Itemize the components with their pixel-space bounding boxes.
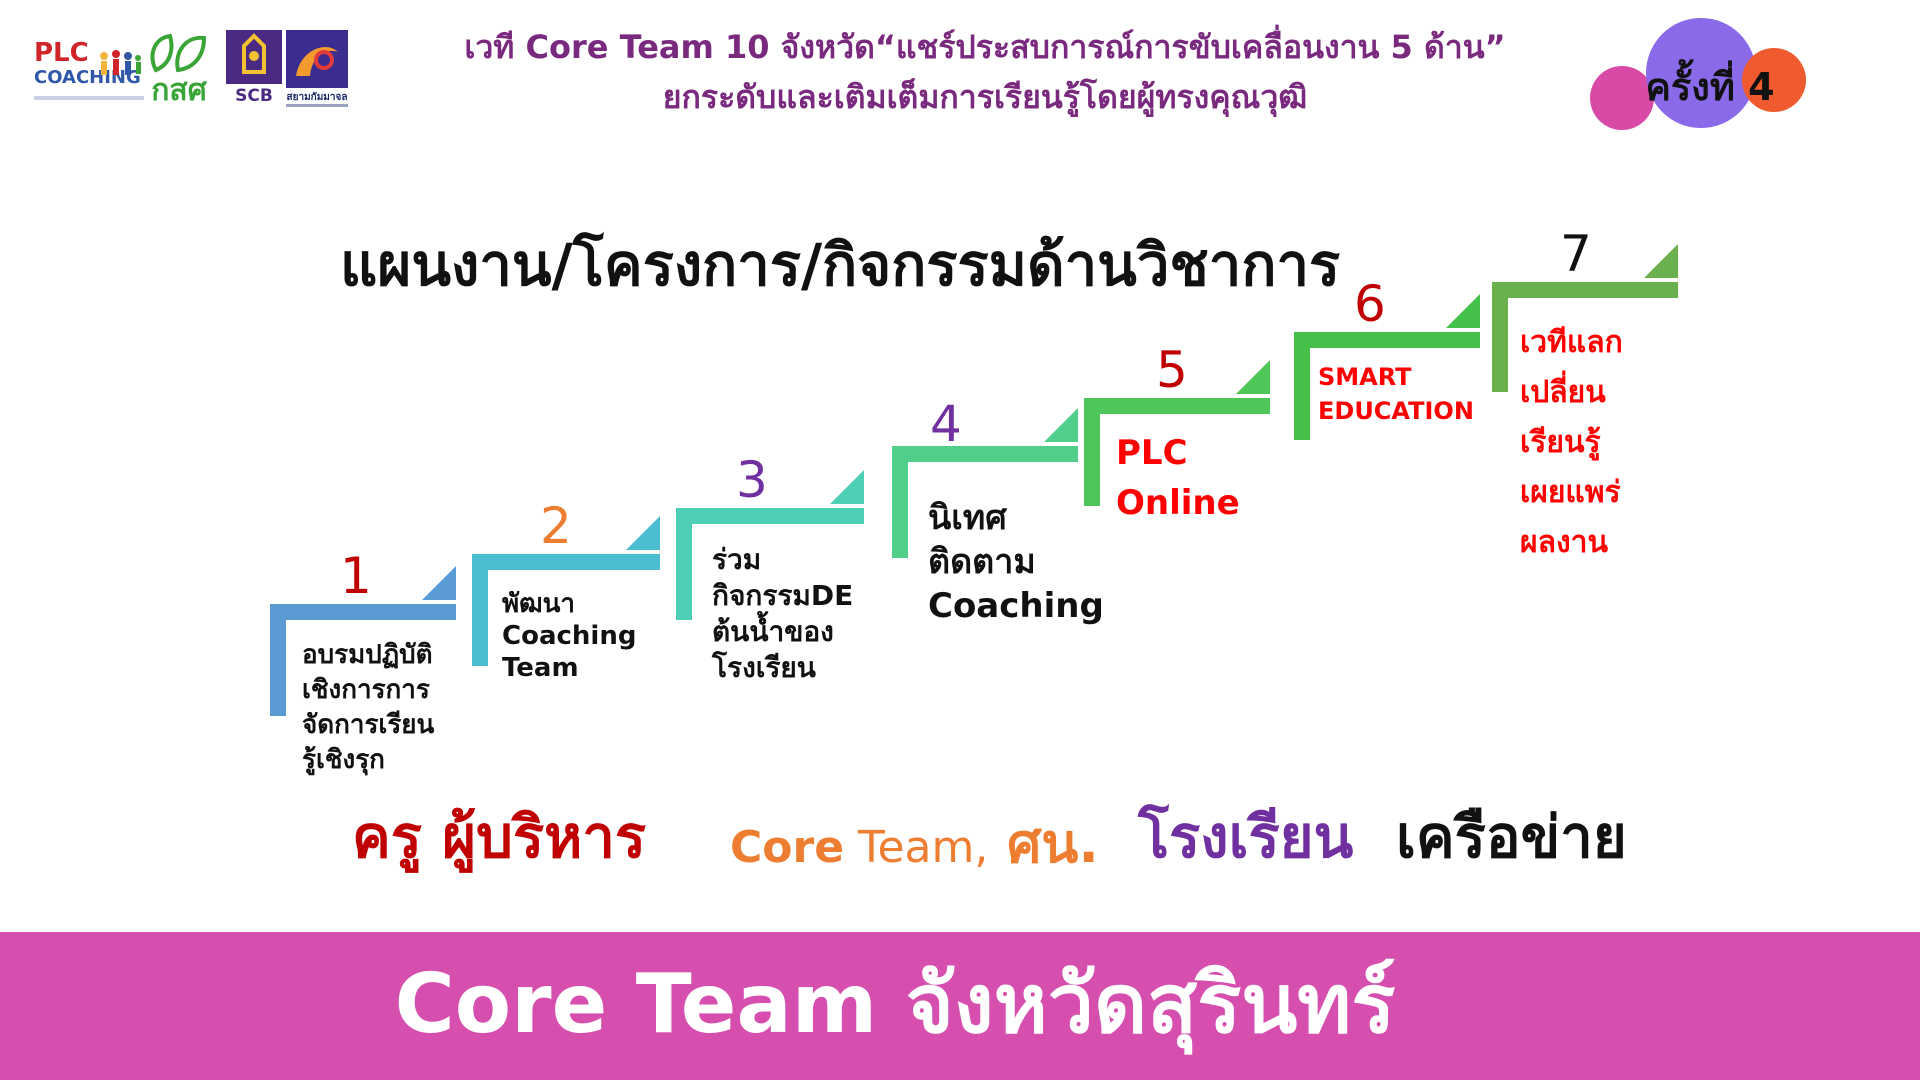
footer-bar	[0, 932, 1920, 1080]
scb-logo: SCB	[226, 30, 282, 108]
audience-core-word: Core	[730, 822, 845, 873]
step-2-line: พัฒนา	[502, 589, 575, 619]
step-6-line: EDUCATION	[1318, 397, 1474, 425]
step-3-line: กิจกรรมDE	[712, 579, 854, 612]
audience-core-team: Core Team, ศน.	[730, 800, 1099, 886]
step-5-text: PLC Online	[1116, 428, 1240, 528]
step-1-line: เชิงการการ	[302, 675, 430, 705]
people-icon	[100, 50, 141, 75]
step-7-post	[1492, 282, 1508, 392]
eef-logo-text: กสศ	[151, 73, 207, 108]
step-5-number: 5	[1156, 341, 1188, 399]
eef-logo: กสศ	[144, 30, 214, 108]
step-4-post	[892, 446, 908, 558]
step-2-line: Team	[502, 653, 579, 683]
plc-logo-tagline	[34, 96, 144, 100]
step-4-line: นิเทศ	[928, 498, 1007, 538]
step-6-arrow	[1446, 294, 1480, 328]
step-7-number: 7	[1560, 225, 1592, 283]
step-7-arrow	[1644, 244, 1678, 278]
step-7-line: เปลี่ยน	[1520, 375, 1606, 410]
step-4-line: Coaching	[928, 586, 1104, 626]
scb-logo-text: SCB	[235, 86, 273, 106]
step-1-number: 1	[340, 547, 372, 605]
step-6-line: SMART	[1318, 363, 1412, 391]
step-1-arrow	[422, 566, 456, 600]
step-2-number: 2	[540, 497, 572, 555]
step-5-post	[1084, 398, 1100, 506]
session-badge: ครั้งที่ 4	[1590, 14, 1810, 134]
step-7-line: เผยแพร่	[1520, 475, 1621, 510]
step-2-post	[472, 554, 488, 666]
header-title-line1: เวที Core Team 10 จังหวัด“แชร์ประสบการณ์…	[464, 28, 1506, 66]
step-7-line: ผลงาน	[1520, 525, 1608, 560]
step-3-post	[676, 508, 692, 620]
audience-network: เครือข่าย	[1396, 803, 1627, 871]
step-3-line: ร่วม	[712, 543, 762, 576]
plc-coaching-logo: PLC COACHING	[34, 38, 144, 106]
footer-title: Core Team จังหวัดสุรินทร์	[394, 957, 1396, 1052]
step-1-text: อบรมปฏิบัติเชิงการการจัดการเรียนรู้เชิงร…	[302, 638, 434, 778]
step-4-bar	[892, 446, 1078, 462]
audience-sn-word: ศน.	[988, 812, 1099, 875]
step-5-line: Online	[1116, 483, 1240, 523]
step-4-line: ติดตาม	[928, 542, 1036, 582]
step-2-bar	[472, 554, 660, 570]
scb-emblem-icon	[226, 30, 282, 84]
step-1-bar	[270, 604, 456, 620]
badge-circle-pink	[1590, 66, 1654, 130]
audience-schools: โรงเรียน	[1138, 803, 1354, 871]
step-3-bar	[676, 508, 864, 524]
audience-teachers: ครู ผู้บริหาร	[352, 803, 647, 871]
step-2-arrow	[626, 516, 660, 550]
siam-logo-underline	[286, 104, 348, 107]
siam-kammajol-logo: สยามกัมมาจล	[286, 30, 348, 108]
step-4-arrow	[1044, 408, 1078, 442]
diagram-title: แผนงาน/โครงการ/กิจกรรมด้านวิชาการ	[340, 231, 1341, 299]
siam-logo-text: สยามกัมมาจล	[286, 92, 348, 103]
foundation-emblem-icon	[286, 30, 348, 88]
step-6-number: 6	[1354, 275, 1386, 333]
header-title: เวที Core Team 10 จังหวัด“แชร์ประสบการณ์…	[390, 22, 1580, 122]
step-1-post	[270, 604, 286, 716]
plc-logo-text: PLC	[34, 38, 89, 68]
step-5-bar	[1084, 398, 1270, 414]
step-7-line: เวทีแลก	[1520, 325, 1623, 360]
step-7-text: เวทีแลกเปลี่ยนเรียนรู้เผยแพร่ผลงาน	[1520, 318, 1623, 568]
step-1-line: จัดการเรียน	[302, 710, 435, 740]
step-3-number: 3	[736, 451, 768, 509]
badge-circle-purple	[1646, 18, 1756, 128]
step-5-line: PLC	[1116, 433, 1188, 473]
step-3-arrow	[830, 470, 864, 504]
step-1-line: อบรมปฏิบัติ	[302, 640, 433, 670]
audience-team-word: Team,	[844, 822, 989, 873]
step-6-post	[1294, 332, 1310, 440]
step-3-line: โรงเรียน	[712, 651, 816, 684]
step-7-line: เรียนรู้	[1520, 425, 1601, 460]
step-4-number: 4	[930, 395, 962, 453]
step-5-arrow	[1236, 360, 1270, 394]
leaf-icon	[150, 33, 207, 73]
step-1-line: รู้เชิงรุก	[302, 745, 385, 775]
step-2-line: Coaching	[502, 621, 637, 651]
header-title-line2: ยกระดับและเติมเต็มการเรียนรู้โดยผู้ทรงคุ…	[662, 78, 1308, 116]
badge-label: ครั้งที่ 4	[1645, 65, 1775, 109]
step-6-bar	[1294, 332, 1480, 348]
step-3-line: ต้นน้ำของ	[712, 615, 834, 648]
badge-circle-orange	[1742, 48, 1806, 112]
step-6-text: SMART EDUCATION	[1318, 360, 1474, 428]
step-7-bar	[1492, 282, 1678, 298]
